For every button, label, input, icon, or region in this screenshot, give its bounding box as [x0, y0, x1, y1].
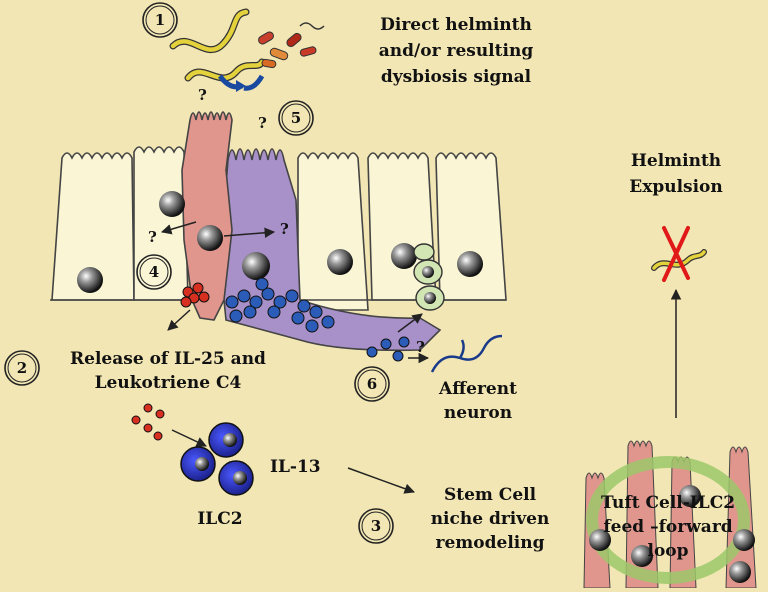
question-mark-2: ? — [258, 114, 267, 132]
expulsion-line-2: Expulsion — [629, 177, 723, 197]
step-6-number: 6 — [367, 375, 377, 393]
release-label: Release of IL-25 and Leukotriene C4 — [70, 349, 266, 393]
step-1-number: 1 — [155, 11, 165, 29]
feed-forward-loop-cells — [583, 440, 757, 589]
loop-line-3: loop — [647, 541, 688, 561]
loop-line-1: Tuft Cell-ILC2 — [601, 493, 735, 513]
secretory-granules — [225, 277, 335, 333]
step-4-number: 4 — [149, 263, 159, 281]
expelled-worm — [651, 226, 707, 282]
step-1-marker: 1 — [142, 2, 178, 38]
question-mark-5: ? — [416, 338, 425, 356]
loop-line-2: feed –forward — [603, 517, 732, 537]
question-mark-1: ? — [198, 86, 207, 104]
signal-line-3: dysbiosis signal — [381, 67, 532, 87]
step-3-number: 3 — [371, 517, 381, 535]
stem-cell-label: Stem Cell niche driven remodeling — [431, 485, 550, 553]
green-vesicles — [413, 243, 445, 311]
il25-cluster — [180, 282, 210, 308]
question-mark-4: ? — [280, 220, 289, 238]
step-5-number: 5 — [291, 109, 301, 127]
signal-line-1: Direct helminth — [380, 15, 532, 35]
signal-label: Direct helminth and/or resulting dysbios… — [379, 15, 534, 87]
expulsion-line-1: Helminth — [631, 151, 721, 171]
ilc2-label: ILC2 — [197, 509, 242, 529]
step-2-marker: 2 — [4, 350, 40, 386]
il25-released-dots — [131, 403, 165, 441]
released-granules — [366, 336, 410, 362]
step-3-marker: 3 — [358, 508, 394, 544]
cell-nuclei — [77, 191, 483, 293]
dysbiosis-bacteria — [258, 22, 325, 69]
stem-line-1: Stem Cell — [444, 485, 537, 505]
afferent-neuron-fiber — [430, 334, 503, 373]
stem-line-3: remodeling — [436, 533, 545, 553]
step-2-number: 2 — [17, 359, 27, 377]
ilc2-cells — [180, 422, 254, 496]
signal-line-2: and/or resulting — [379, 41, 534, 61]
step-4-marker: 4 — [136, 254, 172, 290]
helminth-worms — [169, 8, 266, 82]
question-mark-3: ? — [148, 228, 157, 246]
tuft-cell — [181, 111, 233, 321]
step-6-marker: 6 — [354, 366, 390, 402]
neuron-label: Afferent neuron — [438, 379, 517, 423]
signal-arrows-internal — [160, 221, 682, 494]
signal-arrows — [217, 74, 265, 92]
step-5-marker: 5 — [278, 100, 314, 136]
expulsion-label: Helminth Expulsion — [629, 151, 723, 197]
release-line-1: Release of IL-25 and — [70, 349, 266, 369]
neuron-line-1: Afferent — [438, 379, 517, 399]
neuron-line-2: neuron — [444, 403, 512, 423]
il13-label: IL-13 — [270, 457, 321, 477]
loop-label: Tuft Cell-ILC2 feed –forward loop — [601, 493, 735, 561]
release-line-2: Leukotriene C4 — [95, 373, 242, 393]
stem-line-2: niche driven — [431, 509, 550, 529]
